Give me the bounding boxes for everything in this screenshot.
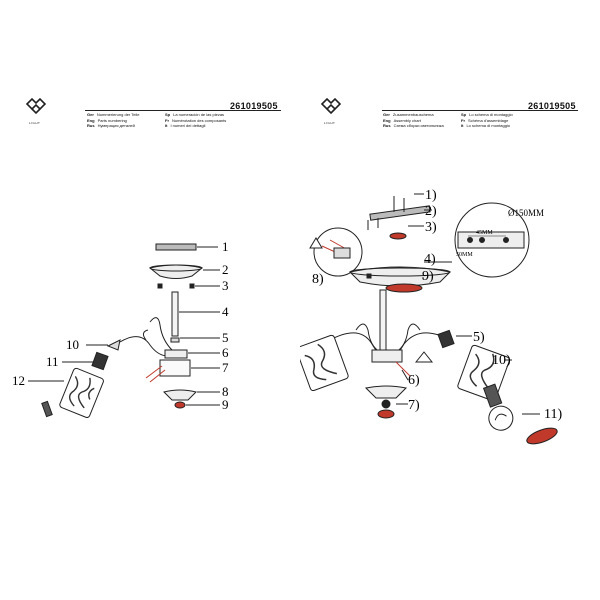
assembly-bolt-head <box>389 232 407 240</box>
part-screw-right <box>189 283 195 289</box>
part-number-label: 7 <box>222 360 229 375</box>
step-label: 2) <box>425 204 437 219</box>
step-label: 8) <box>312 272 324 287</box>
part-number-label: 1 <box>222 239 229 254</box>
step-label: 6) <box>408 373 420 388</box>
mounting-detail-circle <box>454 202 530 278</box>
assembly-socket-right <box>437 329 455 349</box>
step-label: 4) <box>424 252 436 267</box>
part-rod <box>171 291 179 337</box>
step-label: 3) <box>425 220 437 235</box>
part-number-label: 5 <box>222 330 229 345</box>
warning-triangle-icon <box>309 237 323 249</box>
dimension-50-label: 50MM <box>456 252 473 258</box>
assembly-canopy <box>348 266 452 287</box>
part-screw-left <box>157 283 163 289</box>
step-label: 10) <box>492 353 511 368</box>
part-finial <box>174 401 186 409</box>
assembly-shade-left <box>300 334 349 392</box>
assembly-arm-scroll-left <box>355 323 381 353</box>
header-divider <box>85 110 281 111</box>
warning-triangle-icon <box>414 351 434 363</box>
part-arm-scroll <box>149 317 173 351</box>
step-label: 7) <box>408 398 420 413</box>
arm-curl <box>142 329 149 341</box>
assembly-wire <box>395 361 411 377</box>
part-number-label: 2 <box>222 262 229 277</box>
part-number-label: 9 <box>222 397 229 412</box>
assembly-bottom-cup <box>364 385 408 399</box>
logo-caption: LIGHT <box>29 121 41 125</box>
part-arm-left <box>119 336 169 357</box>
part-socket <box>91 351 109 371</box>
assembly-arm-scroll-right <box>395 323 421 353</box>
assembly-finial <box>377 409 395 419</box>
part-bottom-cup <box>163 389 197 401</box>
assembly-bracket <box>369 205 431 221</box>
assembly-bulb <box>482 383 514 431</box>
part-number-label: 11 <box>46 354 59 369</box>
exploded-parts-diagram: 1 2 3 4 5 6 7 8 9 10 11 12 <box>12 239 229 418</box>
part-wiring-box <box>159 359 191 377</box>
part-number-label: 10 <box>66 337 79 352</box>
step-label: 11) <box>544 407 562 422</box>
header-divider <box>382 110 578 111</box>
part-hub <box>164 349 188 359</box>
brand-logo-icon <box>320 98 342 115</box>
part-number-label: 6 <box>222 345 229 360</box>
diameter-label: Ø150MM <box>508 208 544 218</box>
wiring-detail-circle <box>313 227 363 277</box>
part-number-label: 8 <box>222 384 229 399</box>
exploded-assembly-diagram: 1) 2) 3) 4) 5) 6) 7) 8) 9) 10) 11) Ø150M… <box>300 188 562 445</box>
step-label: 5) <box>473 330 485 345</box>
part-number-label: 3 <box>222 278 229 293</box>
assembly-nut <box>381 399 391 409</box>
product-code: 261019505 <box>528 101 576 111</box>
part-nut <box>170 337 180 343</box>
assembly-shade-right <box>457 344 510 402</box>
wires <box>145 365 166 383</box>
assembly-rod <box>379 289 387 355</box>
assembly-hub <box>371 349 403 363</box>
brand-logo-icon <box>25 98 47 115</box>
assembly-finial-disc <box>385 283 423 293</box>
part-number-label: 4 <box>222 304 229 319</box>
part-canopy <box>148 264 204 279</box>
part-socket-cap <box>106 339 121 351</box>
dimension-45-label: 45MM <box>476 230 493 236</box>
logo-caption: LIGHT <box>324 121 336 125</box>
part-number-label: 12 <box>12 373 25 388</box>
step-label: 9) <box>422 269 434 284</box>
canopy-rim <box>149 264 203 272</box>
part-glass-shade <box>59 367 104 418</box>
part-mounting-bracket <box>155 243 197 251</box>
part-bulb <box>41 400 53 418</box>
product-code: 261019505 <box>230 101 278 111</box>
step-label: 1) <box>425 188 437 203</box>
assembly-bulb-cap <box>526 427 558 445</box>
